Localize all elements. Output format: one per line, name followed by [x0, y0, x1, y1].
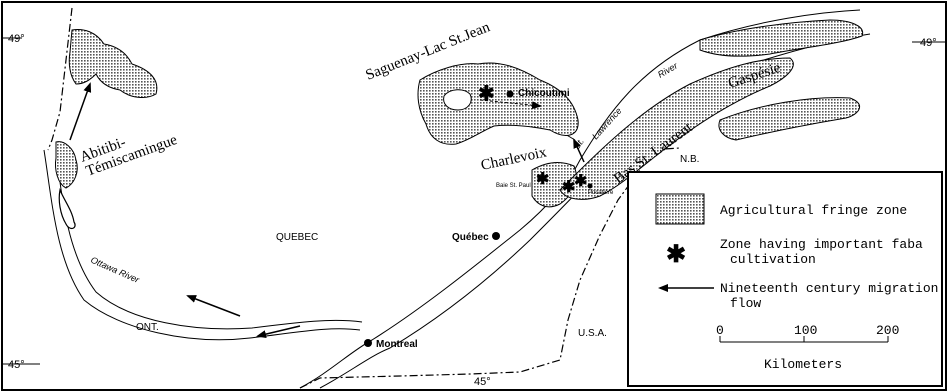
lat-45-bottom-label: 45° [474, 376, 491, 388]
legend-fringe-swatch [655, 193, 705, 225]
fringe-zone-gaspesie-south [718, 97, 860, 141]
lat-49-right-label: 49° [920, 37, 937, 49]
lake-temiscamingue [58, 187, 76, 230]
fringe-zone-temiscamingue [55, 141, 78, 189]
legend-faba-line1: Zone having important faba [720, 237, 923, 252]
legend-migration-line2: flow [730, 296, 761, 311]
territory-label-usa: U.S.A. [578, 328, 607, 339]
fringe-zones [55, 19, 864, 208]
ottawa-river-north-bank [43, 149, 361, 341]
migration-arrow-abitibi [69, 82, 92, 141]
migration-arrow-chicoutimi [479, 99, 542, 110]
lat-45-left-label: 45° [8, 359, 25, 371]
fringe-zone-saguenay [417, 62, 579, 145]
asterisk-icon: ✱ [536, 171, 549, 188]
migration-arrows [69, 82, 585, 339]
fringe-zone-abitibi [68, 29, 158, 98]
ontario-border [47, 7, 73, 151]
asterisk-icon: ✱ [666, 241, 686, 268]
legend-migration-line1: Nineteenth century migration [720, 281, 938, 296]
migration-arrow-lower-ottawa [256, 325, 301, 339]
place-label-baie-st-paul: Baie St. Paul [496, 183, 531, 189]
legend: Agricultural fringe zone ✱ Zone having i… [627, 171, 943, 387]
scale-tick-200: 200 [876, 323, 899, 338]
chicoutimi-dot [506, 90, 514, 98]
scale-tick-100: 100 [794, 323, 817, 338]
lat-49-left-marker: 49° [2, 33, 25, 45]
migration-arrow-ottawa [186, 295, 241, 317]
montreal-dot [364, 339, 372, 347]
lac-st-jean [443, 89, 472, 111]
asterisk-icon: ✱ [562, 179, 575, 196]
place-label-montreal: Montreal [376, 339, 418, 350]
asterisk-icon: ✱ [574, 173, 587, 190]
lat-49-left-label: 49° [8, 33, 25, 45]
place-label-chicoutimi: Chicoutimi [518, 88, 570, 99]
scale-bar: 0 100 200 Kilometers [716, 323, 899, 372]
scale-unit-label: Kilometers [764, 357, 842, 372]
place-label-quebec-city: Québec [452, 232, 489, 243]
migration-arrow-saguenay [573, 138, 585, 163]
fringe-zone-gaspesie-north [699, 19, 864, 57]
lat-45-left-marker: 45° [2, 359, 40, 371]
pocatiere-dot [587, 183, 593, 189]
territory-label-quebec: QUEBEC [276, 232, 318, 243]
baie-st-paul-dot [537, 175, 543, 181]
quebec-city-dot [492, 232, 500, 240]
fringe-zone-bas-st-laurent [559, 57, 794, 200]
usa-border [299, 147, 681, 389]
scale-tick-0: 0 [716, 323, 724, 338]
place-label-pocatiere: Pocatière [588, 190, 614, 196]
lat-49-right-marker: 49° [912, 37, 946, 49]
legend-fringe-label: Agricultural fringe zone [720, 203, 907, 218]
asterisk-icon: ✱ [478, 83, 495, 105]
territory-label-nb: N.B. [680, 154, 699, 165]
legend-faba-line2: cultivation [730, 252, 816, 267]
territory-label-ont: ONT. [136, 322, 159, 333]
faba-markers: ✱ ✱ ✱ ✱ [478, 83, 587, 196]
